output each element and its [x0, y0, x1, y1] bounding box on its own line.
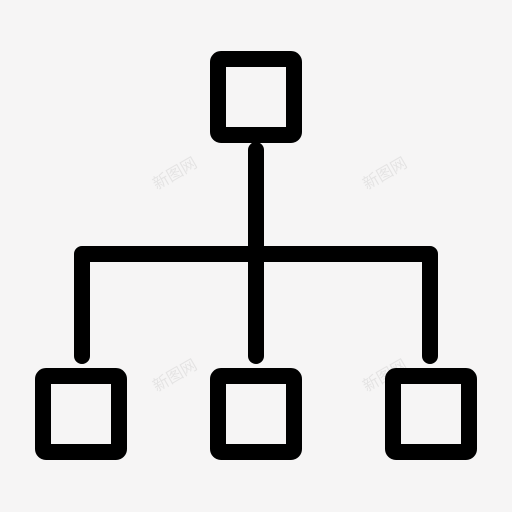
branch-bar-line [74, 246, 438, 364]
child-node-box-left [35, 368, 127, 460]
root-node-box [210, 51, 302, 143]
child-node-box-right [385, 368, 477, 460]
child-node-box-center [210, 368, 302, 460]
